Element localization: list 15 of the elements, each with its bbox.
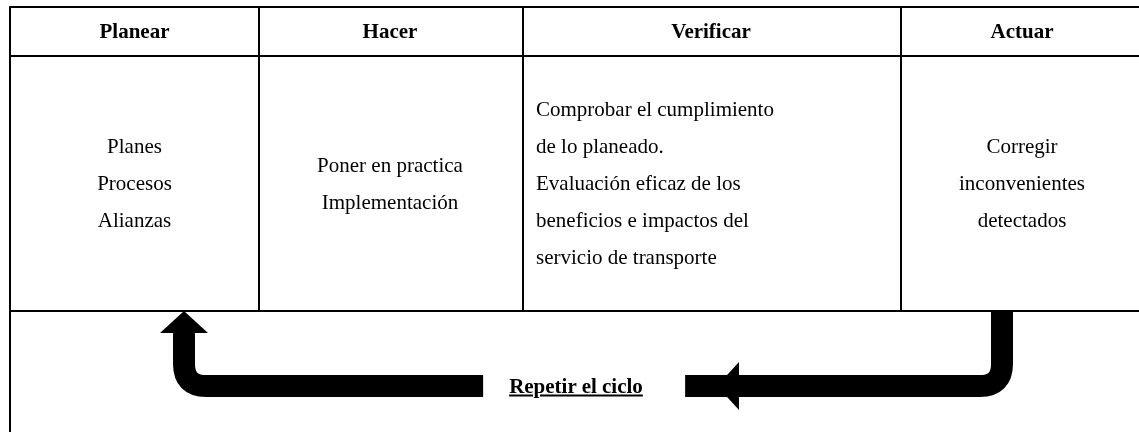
- cell-text: Alianzas: [97, 207, 172, 234]
- cell-text: Planes: [107, 133, 162, 160]
- column-heading: Planear: [11, 8, 258, 57]
- table-column: [11, 8, 260, 312]
- table-column: [258, 8, 524, 312]
- column-heading: Hacer: [258, 8, 522, 57]
- cell-text: Implementación: [321, 188, 459, 216]
- cell-text: Comprobar el cumplimiento de lo planeado.: [536, 96, 775, 160]
- cell-text: Poner en practica: [317, 151, 463, 179]
- column-heading: Actuar: [900, 8, 1139, 57]
- table-column: [522, 8, 902, 312]
- column-heading: Verificar: [522, 8, 900, 57]
- cell-text: Evaluación eficaz de los beneficios e impactos del servicio de transporte: [536, 170, 750, 271]
- cell-text: Corregir inconvenientes detectados: [958, 133, 1086, 234]
- cell-text: Procesos: [97, 170, 172, 197]
